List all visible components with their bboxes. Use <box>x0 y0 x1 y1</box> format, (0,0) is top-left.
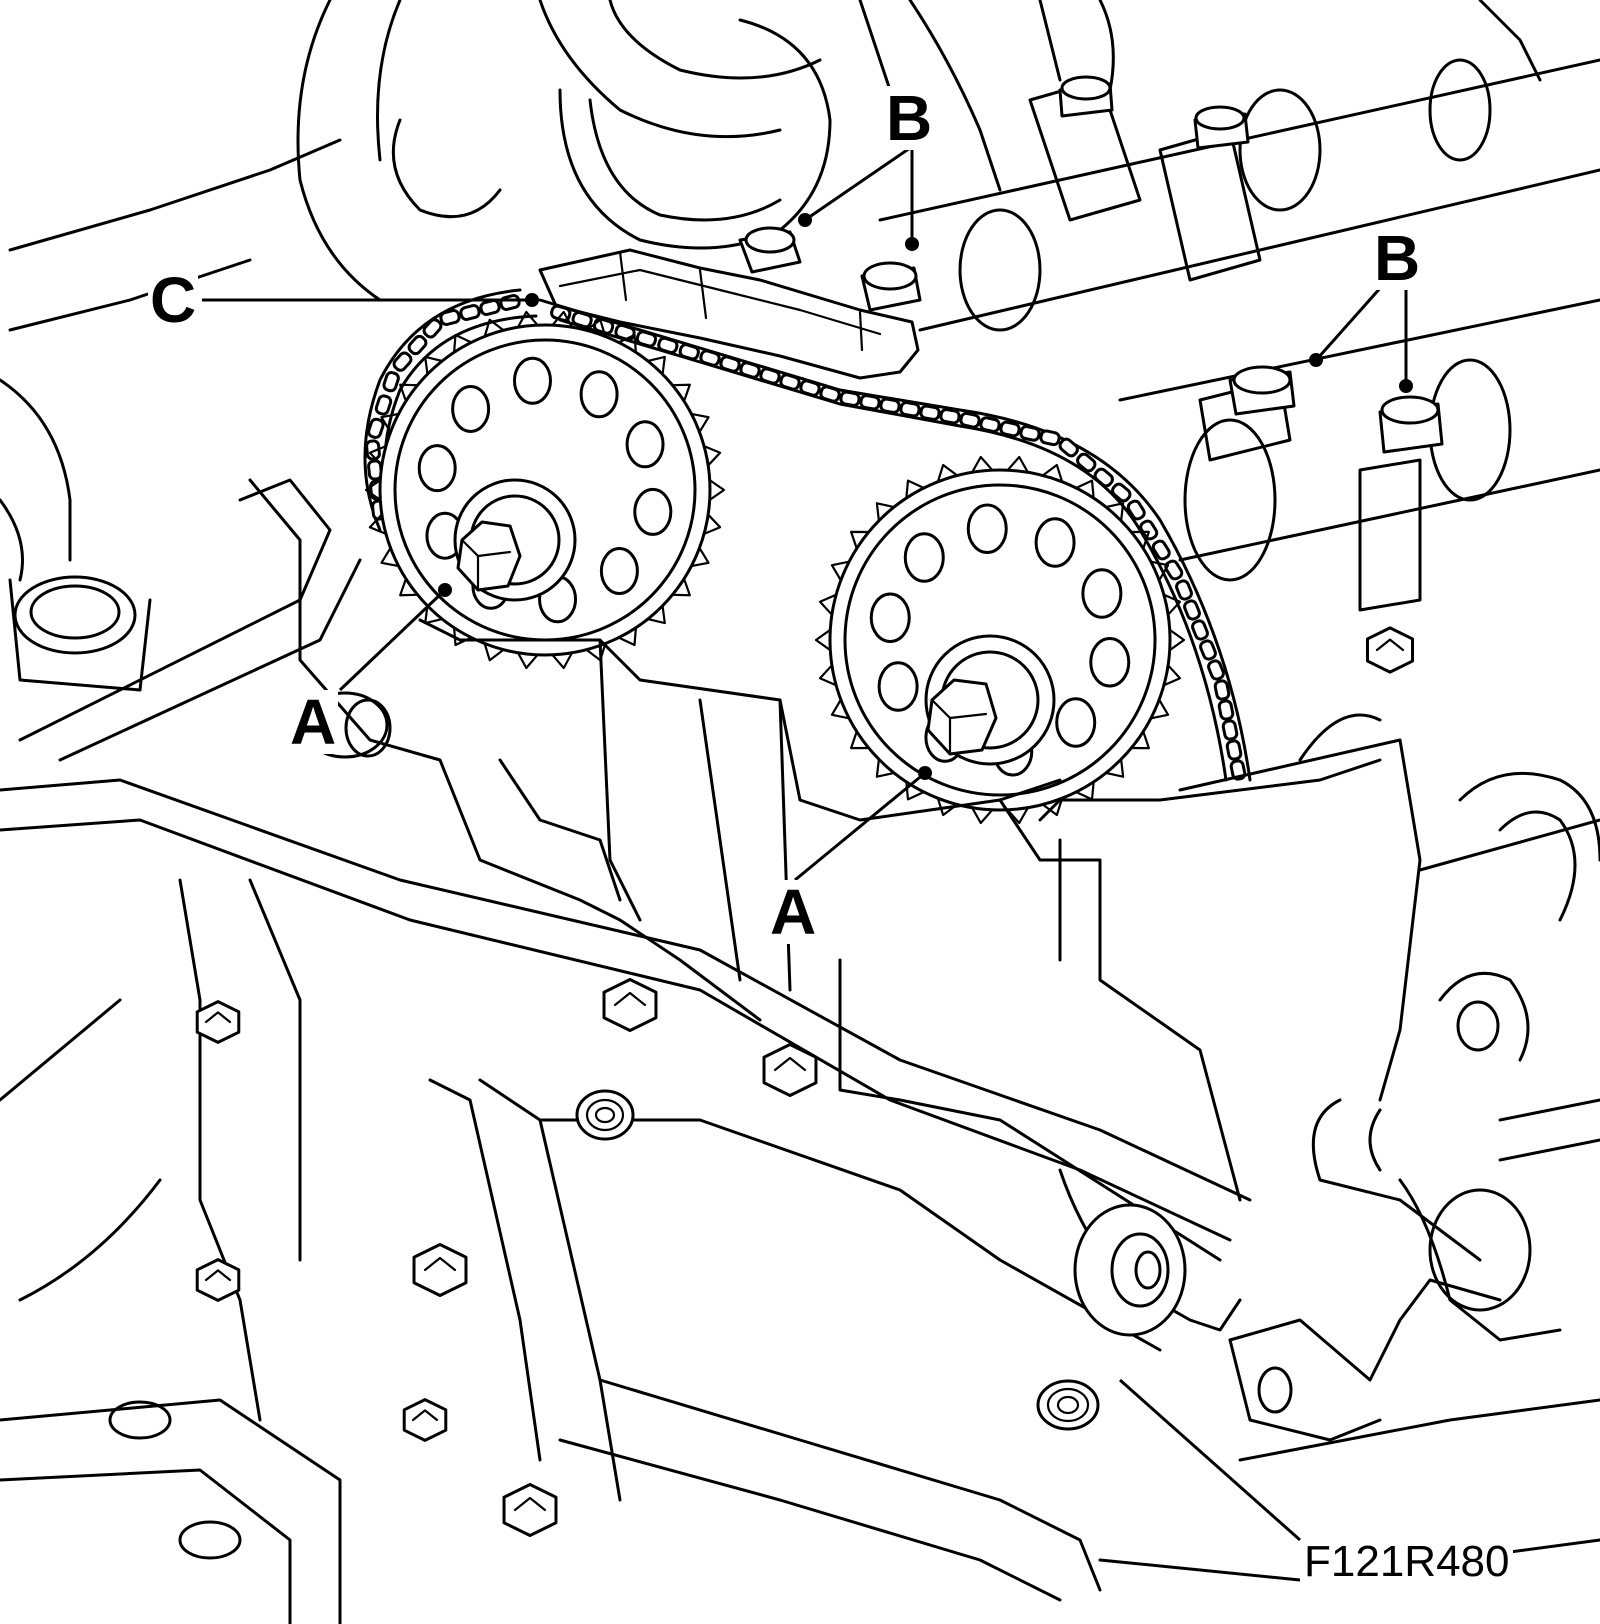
callout-c: C <box>148 264 199 336</box>
bolt-b-top-left <box>740 228 800 272</box>
bolt-b-right-left <box>1230 367 1294 414</box>
callout-a-right: A <box>768 876 819 948</box>
figure-id: F121R480 <box>1300 1540 1514 1584</box>
chain-guide-c <box>540 250 918 378</box>
camshaft-upper <box>880 60 1600 330</box>
callout-b-top: B <box>884 82 935 154</box>
callout-leaders <box>202 148 1413 1540</box>
threaded-hole-upper <box>577 1091 633 1139</box>
cover-bolts <box>197 628 1412 1536</box>
threaded-hole-lower <box>1038 1381 1098 1429</box>
camshaft-lower <box>1120 300 1600 610</box>
chain-links <box>366 294 1246 780</box>
bolt-b-top-right <box>862 263 920 310</box>
upper-hoses <box>10 0 1540 330</box>
right-bracket <box>1060 773 1600 1580</box>
timing-cover <box>180 480 1420 1600</box>
sprocket-right <box>816 457 1184 823</box>
bolt-b-right-right <box>1380 397 1442 452</box>
callout-b-right: B <box>1372 222 1423 294</box>
bolt-upper-right <box>1060 77 1248 148</box>
sprocket-bolt-right <box>918 680 996 780</box>
callout-a-left: A <box>288 686 339 758</box>
